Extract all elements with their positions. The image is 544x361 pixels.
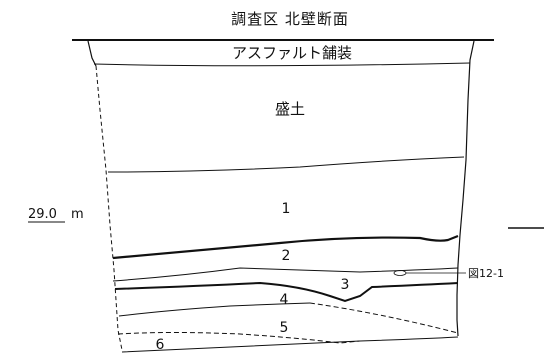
asphalt-bottom-line	[93, 62, 471, 67]
section-left-wall	[87, 40, 97, 67]
layer-label-6: 6	[156, 337, 165, 353]
elevation-unit: m	[71, 207, 84, 222]
layer3-bottom-line	[114, 281, 459, 303]
fill-label: 盛土	[275, 100, 305, 118]
diagram-title: 調査区 北壁断面	[231, 10, 349, 28]
layer4-bottom-line	[118, 302, 311, 317]
section-right-wall	[456, 40, 475, 337]
fill-bottom-line	[107, 156, 465, 173]
layer-label-2: 2	[282, 248, 291, 264]
layer1-bottom-line	[112, 234, 459, 260]
layer4-bottom-line-dashed	[309, 302, 459, 334]
section-bottom-line	[121, 336, 459, 353]
section-left-wall-dashed	[95, 65, 123, 351]
layer5-bottom-line-dashed	[117, 332, 361, 344]
asphalt-label: アスファルト舗装	[232, 44, 352, 62]
layer-label-5: 5	[280, 320, 289, 336]
sample-lens	[393, 270, 407, 276]
layer-label-1: 1	[282, 201, 291, 217]
layer-label-3: 3	[341, 277, 350, 293]
layer-label-4: 4	[280, 292, 289, 308]
layer2-bottom-line	[112, 267, 459, 282]
elevation-value: 29.0	[28, 207, 57, 222]
callout-label: 図12-1	[468, 267, 504, 280]
